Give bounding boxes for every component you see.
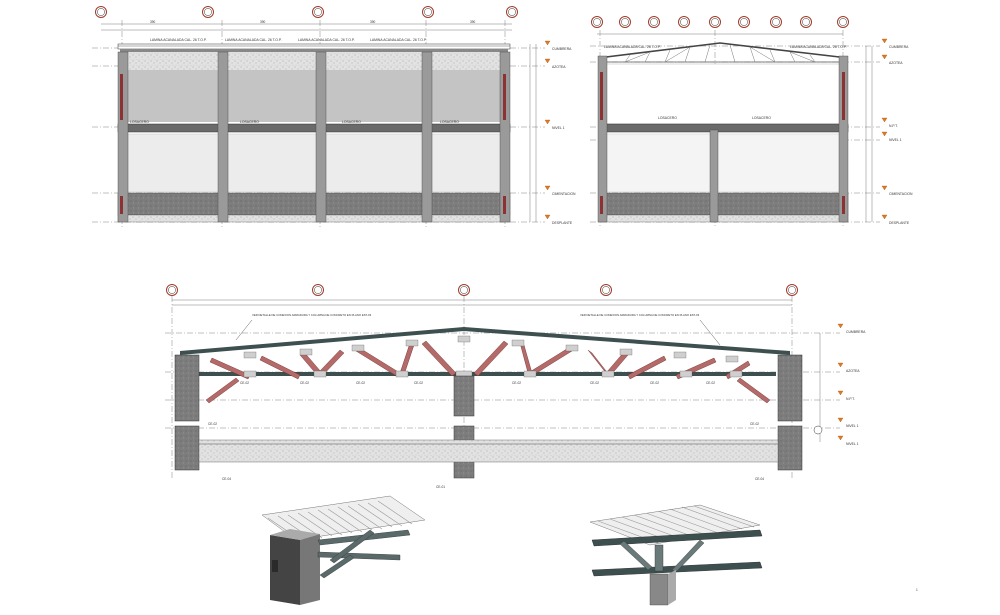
- axis-bubbles-c: [166, 284, 798, 296]
- axis-bubble: [786, 284, 798, 296]
- level-label: NIVEL 1: [846, 442, 859, 446]
- level-label: NIVEL 1: [889, 138, 902, 142]
- axis-bubble: [202, 6, 214, 18]
- slab-label: LOSACERO: [440, 120, 459, 124]
- truss-node-3d-view-right: [589, 504, 763, 606]
- roof-sheet-label: LAMINA ACANALADA CAL. 26 T.O.P.: [790, 45, 847, 49]
- svg-text:CE-01: CE-01: [436, 485, 445, 489]
- roof-sheet-label: LAMINA ACANALADA CAL. 26 T.O.P.: [604, 45, 661, 49]
- axis-bubble: [678, 16, 690, 28]
- svg-text:CE-02: CE-02: [356, 381, 365, 385]
- axis-bubble: [770, 16, 782, 28]
- axis-bubbles-a: [95, 6, 518, 18]
- level-markers-c: CUMBRERA AZOTEA N.P.T. NIVEL 1 NIVEL 1: [837, 323, 866, 446]
- axis-bubble: [800, 16, 812, 28]
- roof-sheet-label: LAMINA ACANALADA CAL. 26 T.O.P.: [370, 38, 427, 42]
- slab-label: LOSACERO: [752, 116, 771, 120]
- level-label: CUMBRERA: [889, 45, 909, 49]
- svg-text:CE-04: CE-04: [755, 477, 764, 481]
- axis-bubble: [95, 6, 107, 18]
- level-markers-a: CUMBRERA AZOTEA NIVEL 1 CIMENTACION DESP…: [544, 40, 576, 225]
- building-section-b: LAMINA ACANALADA CAL. 26 T.O.P. LAMINA A…: [590, 16, 913, 228]
- connection-3d-view-left: [261, 495, 426, 605]
- truss-elevation: VER DETALLE DE CONEXION ARMADURA Y COLUM…: [165, 284, 866, 489]
- roof-sheet-label: LAMINA ACANALADA CAL. 26 T.O.P.: [225, 38, 282, 42]
- sheet-mark: 1: [916, 588, 918, 592]
- svg-text:CE-02: CE-02: [414, 381, 423, 385]
- svg-text:CE-02: CE-02: [240, 381, 249, 385]
- slab-label: LOSACERO: [240, 120, 259, 124]
- level-label: CUMBRERA: [846, 330, 866, 334]
- slab-label: LOSACERO: [658, 116, 677, 120]
- axis-bubble: [312, 6, 324, 18]
- level-label: DESPLANTE: [552, 221, 573, 225]
- level-label: N.P.T.: [889, 124, 898, 128]
- svg-text:CE-02: CE-02: [590, 381, 599, 385]
- axis-bubble: [166, 284, 178, 296]
- axis-bubble: [738, 16, 750, 28]
- level-label: CIMENTACION: [889, 192, 913, 196]
- svg-text:390: 390: [470, 20, 476, 24]
- axis-bubbles-b: [591, 16, 849, 28]
- level-label: AZOTEA: [552, 65, 566, 69]
- roof-sheet-label: LAMINA ACANALADA CAL. 26 T.O.P.: [298, 38, 355, 42]
- axis-bubble: [709, 16, 721, 28]
- svg-text:CE-04: CE-04: [222, 477, 231, 481]
- level-label: AZOTEA: [889, 61, 903, 65]
- slab-label: LOSACERO: [130, 120, 149, 124]
- building-section-a: 390 390 390 390: [92, 6, 576, 228]
- level-label: N.P.T.: [846, 397, 855, 401]
- svg-text:CE-02: CE-02: [650, 381, 659, 385]
- svg-text:CE-02: CE-02: [750, 422, 759, 426]
- axis-bubble: [312, 284, 324, 296]
- svg-text:390: 390: [260, 20, 266, 24]
- svg-text:390: 390: [150, 20, 156, 24]
- axis-bubble: [648, 16, 660, 28]
- level-label: CIMENTACION: [552, 192, 576, 196]
- axis-bubble: [458, 284, 470, 296]
- roof-sheet-label: LAMINA ACANALADA CAL. 26 T.O.P.: [150, 38, 207, 42]
- axis-bubble: [506, 6, 518, 18]
- axis-bubble: [600, 284, 612, 296]
- svg-text:390: 390: [370, 20, 376, 24]
- connection-callout: VER DETALLE DE CONEXION ARMADURA Y COLUM…: [580, 313, 700, 317]
- axis-bubble: [591, 16, 603, 28]
- slab-label: LOSACERO: [342, 120, 361, 124]
- level-label: NIVEL 1: [552, 126, 565, 130]
- axis-bubble: [837, 16, 849, 28]
- axis-bubble: [422, 6, 434, 18]
- svg-text:CE-02: CE-02: [512, 381, 521, 385]
- level-label: NIVEL 1: [846, 424, 859, 428]
- svg-text:CE-02: CE-02: [208, 422, 217, 426]
- svg-text:CE-02: CE-02: [706, 381, 715, 385]
- level-label: DESPLANTE: [889, 221, 910, 225]
- svg-text:CE-02: CE-02: [300, 381, 309, 385]
- level-label: AZOTEA: [846, 369, 860, 373]
- level-markers-b: CUMBRERA AZOTEA N.P.T. NIVEL 1 CIMENTACI…: [881, 38, 913, 225]
- connection-callout: VER DETALLE DE CONEXION ARMADURA Y COLUM…: [252, 313, 372, 317]
- level-label: CUMBRERA: [552, 47, 572, 51]
- axis-bubble: [619, 16, 631, 28]
